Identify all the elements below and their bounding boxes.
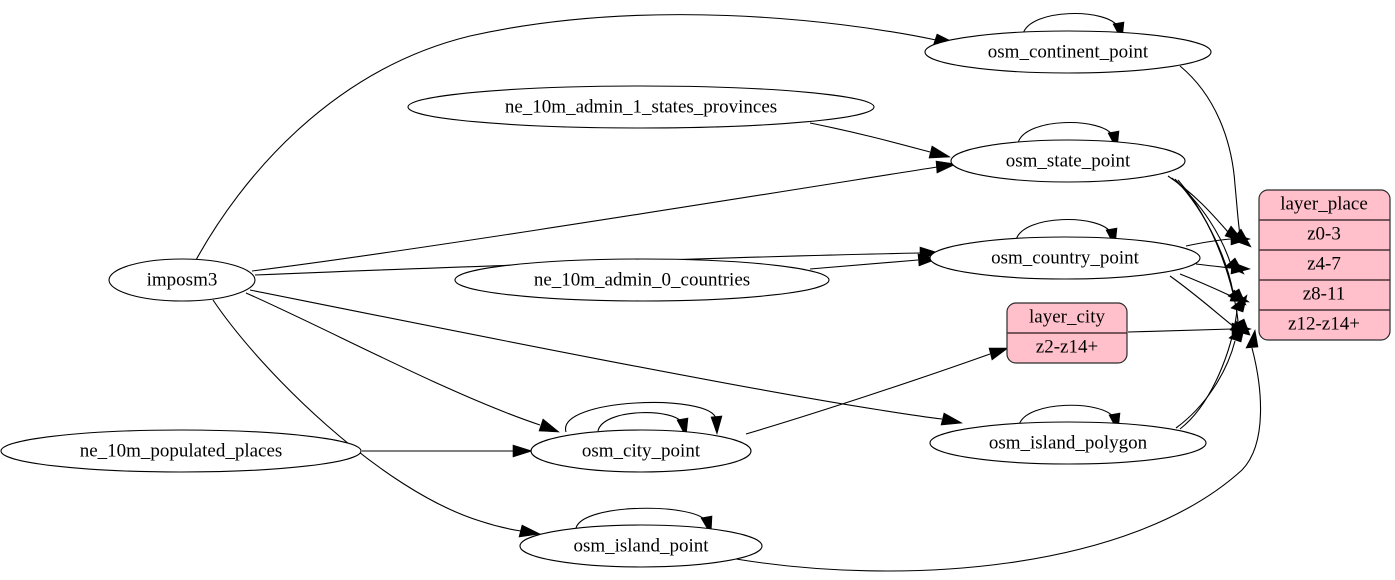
osm-city-point-label: osm_city_point bbox=[582, 440, 701, 461]
node-ne-10m-populated-places[interactable]: ne_10m_populated_places bbox=[0, 429, 362, 473]
arrowhead-imposm3-osm-island-polygon bbox=[940, 412, 963, 426]
layer-place-title: layer_place bbox=[1280, 193, 1368, 214]
node-osm-state-point[interactable]: osm_state_point bbox=[950, 139, 1186, 183]
edge-layer-city-to-z12-z14 bbox=[1127, 328, 1233, 333]
edge-osm-continent-point-self-loop bbox=[1022, 13, 1119, 35]
arrowhead-osm-city-point-layer-city bbox=[988, 347, 1009, 361]
arrowhead-ne-states-osm-state-point bbox=[928, 145, 951, 159]
edge-osm-country-point-to-z0-3 bbox=[1185, 238, 1232, 247]
edge-imposm3-to-osm-island-point bbox=[212, 299, 522, 532]
edge-osm-country-point-to-z12-z14 bbox=[1169, 275, 1234, 327]
edge-osm-city-point-self-loop bbox=[597, 412, 683, 432]
osm-city-point-ellipse[interactable] bbox=[530, 429, 752, 473]
layer-place-row-z4-7[interactable]: z4-7 bbox=[1307, 253, 1341, 274]
arrowhead-ne-places-osm-city-point bbox=[512, 444, 533, 458]
edge-osm-city-point-outer-loop bbox=[565, 402, 717, 433]
layer-city-row-z2-z14[interactable]: z2-z14+ bbox=[1036, 336, 1098, 357]
osm-country-point-label: osm_country_point bbox=[991, 247, 1139, 268]
osm-island-polygon-label: osm_island_polygon bbox=[989, 432, 1148, 453]
osm-state-point-ellipse[interactable] bbox=[950, 139, 1186, 183]
edge-osm-island-point-to-z12-z14 bbox=[735, 347, 1262, 572]
arrowhead-osm-island-polygon-z12-z14 bbox=[1228, 324, 1246, 343]
osm-continent-point-label: osm_continent_point bbox=[988, 41, 1149, 62]
layer-place-row-z12-z14[interactable]: z12-z14+ bbox=[1288, 313, 1360, 334]
osm-island-polygon-ellipse[interactable] bbox=[929, 421, 1207, 465]
node-layer-city[interactable]: layer_city z2-z14+ bbox=[1006, 302, 1128, 364]
arrowhead-osm-island-polygon-z8-11 bbox=[1230, 294, 1248, 313]
ne-countries-ellipse[interactable] bbox=[454, 258, 830, 302]
node-osm-island-polygon[interactable]: osm_island_polygon bbox=[929, 421, 1207, 465]
edge-imposm3-to-osm-state-point bbox=[251, 166, 938, 272]
arrowhead-osm-country-point-z0-3 bbox=[1230, 232, 1251, 246]
imposm3-ellipse[interactable] bbox=[108, 258, 256, 302]
ne-countries-label: ne_10m_admin_0_countries bbox=[534, 269, 750, 290]
osm-island-point-label: osm_island_point bbox=[573, 535, 709, 556]
osm-island-point-ellipse[interactable] bbox=[519, 524, 763, 568]
layer-city-title: layer_city bbox=[1029, 306, 1105, 327]
layer-place-box[interactable] bbox=[1258, 189, 1391, 341]
arrowhead-osm-island-point-z12-z14 bbox=[1245, 329, 1259, 349]
arrowhead-ne-countries-osm-country-point bbox=[917, 253, 938, 267]
node-imposm3[interactable]: imposm3 bbox=[108, 258, 256, 302]
edge-osm-continent-point-to-z0-3 bbox=[1179, 65, 1241, 236]
arrowhead-osm-city-point-outer bbox=[710, 415, 723, 435]
edge-osm-island-polygon-self-loop bbox=[1018, 404, 1115, 426]
edge-imposm3-to-osm-city-point bbox=[245, 292, 541, 426]
edge-osm-country-point-self-loop bbox=[1015, 219, 1112, 241]
node-osm-city-point[interactable]: osm_city_point bbox=[530, 429, 752, 473]
node-layer-place[interactable]: layer_place z0-3 z4-7 z8-11 z12-z14+ bbox=[1258, 189, 1391, 341]
osm-state-point-label: osm_state_point bbox=[1006, 150, 1131, 171]
edge-osm-island-polygon-to-z8-11 bbox=[1179, 310, 1238, 430]
layer-place-row-z8-11[interactable]: z8-11 bbox=[1303, 283, 1346, 304]
arrowhead-imposm3-osm-state-point bbox=[935, 160, 958, 174]
arrowhead-imposm3-osm-island-point bbox=[518, 524, 541, 538]
node-ne-10m-admin-1-states-provinces[interactable]: ne_10m_admin_1_states_provinces bbox=[407, 85, 875, 129]
node-osm-island-point[interactable]: osm_island_point bbox=[519, 524, 763, 568]
arrowhead-imposm3-osm-city-point bbox=[538, 418, 560, 433]
edge-imposm3-to-osm-island-polygon bbox=[249, 289, 943, 420]
edge-osm-island-point-self-loop bbox=[575, 507, 707, 529]
edge-imposm3-to-osm-continent-point bbox=[195, 14, 937, 261]
edge-osm-state-point-self-loop bbox=[1017, 122, 1114, 144]
edge-ne-countries-to-osm-country-point bbox=[809, 259, 919, 270]
ne-places-ellipse[interactable] bbox=[0, 429, 362, 473]
node-layer: imposm3 ne_10m_admin_1_states_provinces … bbox=[0, 30, 1391, 568]
osm-continent-point-ellipse[interactable] bbox=[924, 30, 1212, 74]
osm-country-point-ellipse[interactable] bbox=[929, 236, 1201, 280]
edge-osm-country-point-to-z8-11 bbox=[1179, 273, 1232, 297]
edge-osm-island-polygon-to-z12-z14 bbox=[1175, 340, 1236, 429]
edge-osm-city-point-to-layer-city bbox=[745, 353, 991, 435]
arrowhead-osm-country-point-z4-7 bbox=[1230, 261, 1251, 275]
ne-states-ellipse[interactable] bbox=[407, 85, 875, 129]
ne-states-label: ne_10m_admin_1_states_provinces bbox=[505, 96, 777, 117]
ne-places-label: ne_10m_populated_places bbox=[80, 440, 283, 461]
imposm3-label: imposm3 bbox=[147, 269, 218, 290]
edge-ne-states-to-osm-state-point bbox=[809, 122, 931, 153]
node-osm-continent-point[interactable]: osm_continent_point bbox=[924, 30, 1212, 74]
node-osm-country-point[interactable]: osm_country_point bbox=[929, 236, 1201, 280]
layer-place-row-z0-3[interactable]: z0-3 bbox=[1307, 223, 1341, 244]
edge-osm-country-point-to-z4-7 bbox=[1195, 263, 1232, 269]
node-ne-10m-admin-0-countries[interactable]: ne_10m_admin_0_countries bbox=[454, 258, 830, 302]
